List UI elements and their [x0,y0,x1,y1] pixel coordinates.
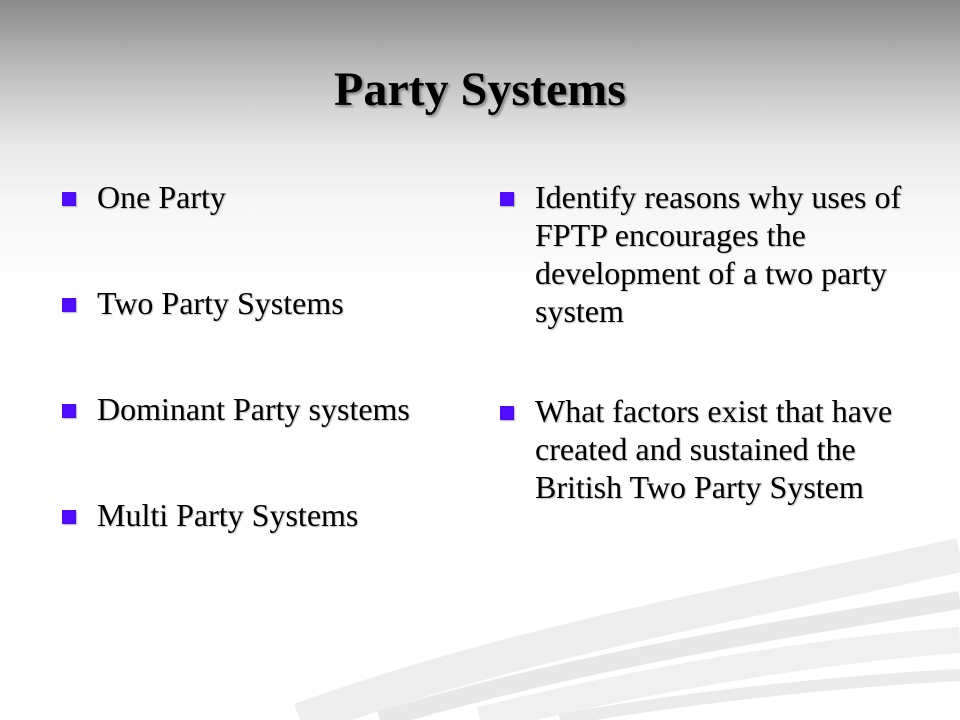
square-bullet-icon [62,298,76,312]
list-item-text: Two Party Systems [97,285,344,321]
list-item-text: One Party [97,179,226,215]
list-item: Multi Party Systems [60,496,460,534]
list-item-text: Multi Party Systems [97,497,359,533]
slide-title: Party Systems [334,63,626,116]
list-item-text: Identify reasons why uses of FPTP encour… [535,179,902,329]
list-item: One Party [60,178,460,216]
party-types-list: One Party Two Party Systems Dominant Par… [60,178,460,602]
square-bullet-icon [62,404,76,418]
square-bullet-icon [62,192,76,206]
list-item: Dominant Party systems [60,390,460,428]
square-bullet-icon [500,406,514,420]
square-bullet-icon [500,192,514,206]
list-item-text: Dominant Party systems [97,391,410,427]
square-bullet-icon [62,510,76,524]
questions-list: Identify reasons why uses of FPTP encour… [498,178,918,568]
list-item: Identify reasons why uses of FPTP encour… [498,178,918,330]
list-item: What factors exist that have created and… [498,392,918,506]
list-item: Two Party Systems [60,284,460,322]
list-item-text: What factors exist that have created and… [535,393,893,505]
